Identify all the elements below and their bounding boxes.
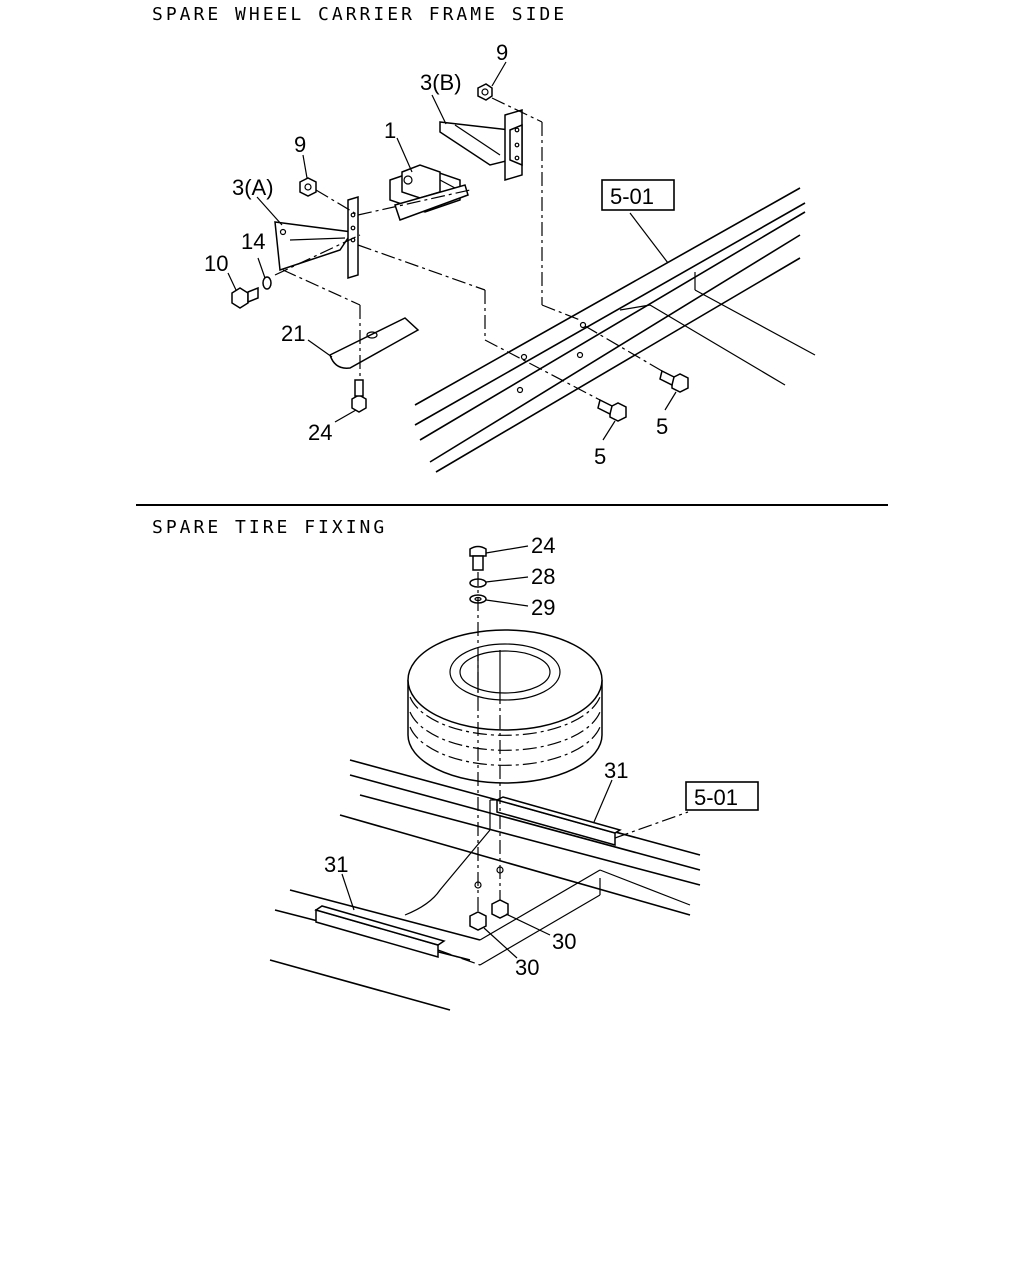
callout-3a: 3(A): [232, 175, 274, 200]
plate-21: [329, 317, 420, 369]
leader-lines-bottom: [341, 545, 613, 959]
carrier-mechanism-1: [389, 164, 469, 221]
callout-3b: 3(B): [420, 70, 462, 95]
callout-10: 10: [204, 251, 228, 276]
nut-30-b: [491, 899, 509, 919]
bolt-24-top: [351, 379, 367, 413]
nut-9-upper: [477, 83, 493, 101]
callout-29: 29: [531, 595, 555, 620]
frame-rail-top: [414, 187, 816, 473]
ref-label-bottom: 5-01: [694, 785, 738, 810]
callout-5-a: 5: [594, 444, 606, 469]
callout-1: 1: [384, 118, 396, 143]
washer-14: [262, 276, 272, 290]
bolt-5-b: [659, 369, 689, 393]
ref-box-top[interactable]: 5-01: [601, 179, 675, 211]
section-title-carrier: SPARE WHEEL CARRIER FRAME SIDE: [152, 4, 568, 25]
spare-tire: [407, 629, 603, 784]
bar-31-left: [314, 905, 446, 958]
section-title-tire-fixing: SPARE TIRE FIXING: [152, 517, 388, 538]
nut-30-a: [469, 911, 487, 931]
bolt-5-a: [597, 398, 627, 422]
callout-9-left: 9: [294, 132, 306, 157]
callout-24-top: 24: [308, 420, 332, 445]
nut-9-left: [299, 177, 317, 197]
callout-31-right: 31: [604, 758, 628, 783]
callout-14: 14: [241, 229, 265, 254]
callout-24-bottom: 24: [531, 533, 555, 558]
leader-lines-top: [227, 61, 677, 441]
assembly-lines-top: [274, 97, 663, 401]
callout-31-left: 31: [324, 852, 348, 877]
ref-box-bottom[interactable]: 5-01: [685, 781, 759, 811]
assembly-lines-bottom: [437, 572, 689, 966]
ref-label-top: 5-01: [610, 184, 654, 209]
callout-30-a: 30: [552, 929, 576, 954]
callouts-top: 9 3(B) 1 9 3(A) 14 10 21 24 5 5: [204, 40, 668, 469]
callout-28: 28: [531, 564, 555, 589]
callout-5-b: 5: [656, 414, 668, 439]
bar-31-right: [494, 796, 622, 846]
frame-rails-bottom: [269, 759, 701, 1011]
callout-21: 21: [281, 321, 305, 346]
callouts-bottom: 24 28 29 31 31 30 30: [324, 533, 628, 980]
bracket-3a: [274, 195, 359, 280]
callout-9-upper: 9: [496, 40, 508, 65]
callout-30-b: 30: [515, 955, 539, 980]
bracket-3b: [439, 108, 523, 182]
bolt-10: [231, 286, 259, 309]
bolt-24-bottom: [469, 545, 487, 571]
